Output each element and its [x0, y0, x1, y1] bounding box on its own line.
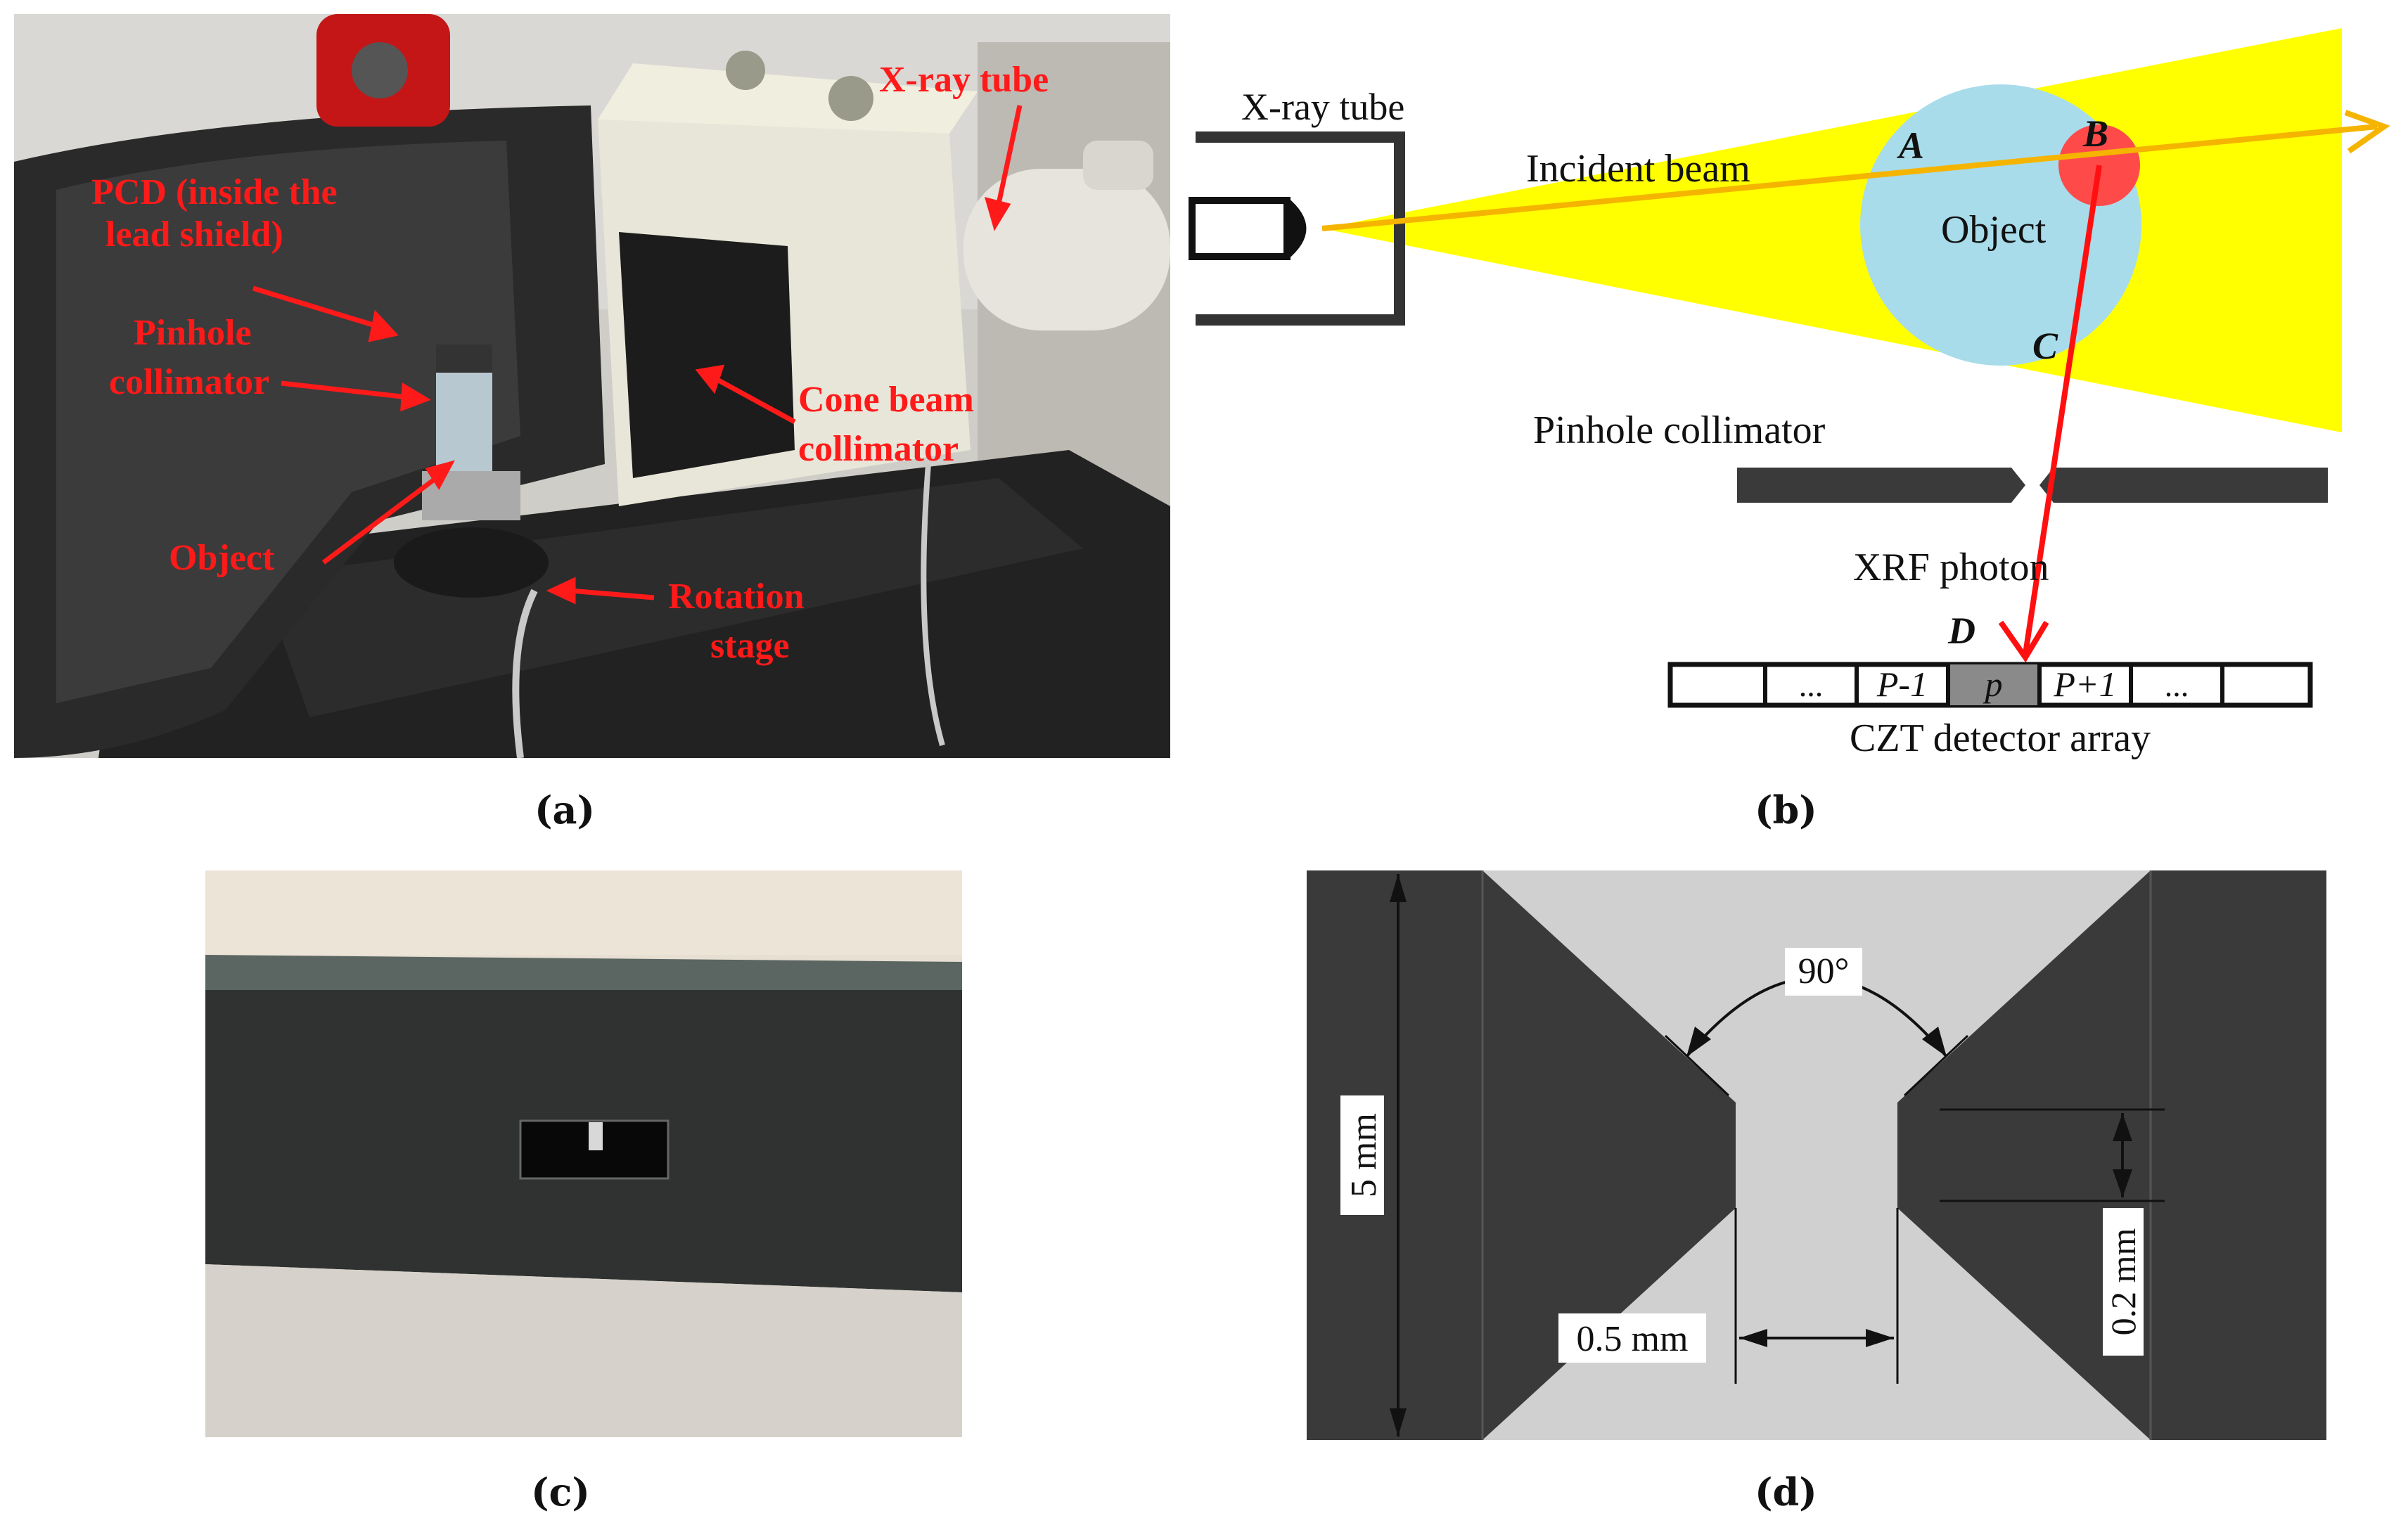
- xray-source: [1189, 197, 1291, 260]
- cross-section-diagram: 5 mm 90° 0.2 mm 0.5 mm: [1307, 870, 2326, 1440]
- label-point-a: A: [1897, 124, 1924, 167]
- panel-c-photo: [205, 870, 962, 1437]
- detector-cell-p: p: [1983, 664, 2003, 704]
- label-point-c: C: [2032, 325, 2058, 367]
- detector-cell-ellipsis-right: ...: [2165, 667, 2189, 703]
- label-rotation-line2: stage: [710, 626, 790, 666]
- label-pinhole-collimator: Pinhole collimator: [1533, 409, 1826, 452]
- detector-array: [1667, 662, 2313, 708]
- label-rotation-line1: Rotation: [668, 577, 805, 617]
- setup-photo: X-ray tube PCD (inside the lead shield) …: [14, 14, 1170, 759]
- label-object: Object: [1941, 208, 2047, 252]
- label-detector-array: CZT detector array: [1850, 716, 2151, 760]
- label-point-d: D: [1947, 610, 1975, 652]
- detector-cell-ellipsis-left: ...: [1799, 667, 1824, 703]
- collimator-photo: [205, 870, 962, 1437]
- xray-tube-housing: [1196, 131, 1405, 326]
- label-thickness: 0.2 mm: [2103, 1228, 2143, 1336]
- collimator-top-face: [205, 955, 962, 990]
- photo-arrows: [252, 105, 1023, 605]
- caption-a: (a): [534, 788, 596, 832]
- xrf-photon-ray: [2023, 165, 2102, 655]
- caption-c: (c): [531, 1470, 590, 1515]
- label-pinhole-line1: Pinhole: [134, 313, 252, 353]
- detector-cell-p-minus-1: P-1: [1876, 664, 1928, 704]
- incident-beam-cone: [1322, 28, 2342, 432]
- label-object: Object: [169, 538, 275, 578]
- xray-tube-housing: [963, 169, 1170, 330]
- caption-b: (b): [1755, 788, 1817, 832]
- label-angle: 90°: [1798, 951, 1850, 991]
- collimator-left: [1737, 468, 2025, 503]
- schematic-diagram: X-ray tube Object Incident beam A B C D …: [1189, 28, 2390, 760]
- collimator-right: [2039, 468, 2328, 503]
- collimator-right-body: [1897, 870, 2326, 1440]
- panel-b-schematic: X-ray tube Object Incident beam A B C D …: [1181, 0, 2408, 773]
- label-incident-beam: Incident beam: [1526, 147, 1750, 191]
- object-holder: [436, 352, 492, 478]
- label-pinhole-line2: collimator: [109, 362, 269, 402]
- incident-beam-ray: [1321, 124, 2378, 231]
- label-xray-tube: X-ray tube: [1241, 86, 1404, 128]
- label-pcd-line1: PCD (inside the: [91, 172, 338, 212]
- label-height: 5 mm: [1344, 1113, 1384, 1197]
- label-point-b: B: [2082, 112, 2108, 155]
- collimator-left-body: [1307, 870, 1736, 1440]
- detector-cell-p-plus-1: P+1: [2053, 664, 2116, 704]
- label-opening: 0.5 mm: [1577, 1319, 1689, 1359]
- label-xray-tube: X-ray tube: [879, 60, 1049, 100]
- caption-d: (d): [1755, 1470, 1817, 1515]
- panel-a-photo: X-ray tube PCD (inside the lead shield) …: [14, 14, 1170, 759]
- label-pcd-line2: lead shield): [105, 214, 283, 255]
- panel-d-cross-section: 5 mm 90° 0.2 mm 0.5 mm: [1307, 870, 2326, 1440]
- label-cone-line2: collimator: [798, 429, 959, 469]
- label-xrf-photon: XRF photon: [1853, 546, 2049, 589]
- label-cone-line1: Cone beam: [798, 380, 974, 420]
